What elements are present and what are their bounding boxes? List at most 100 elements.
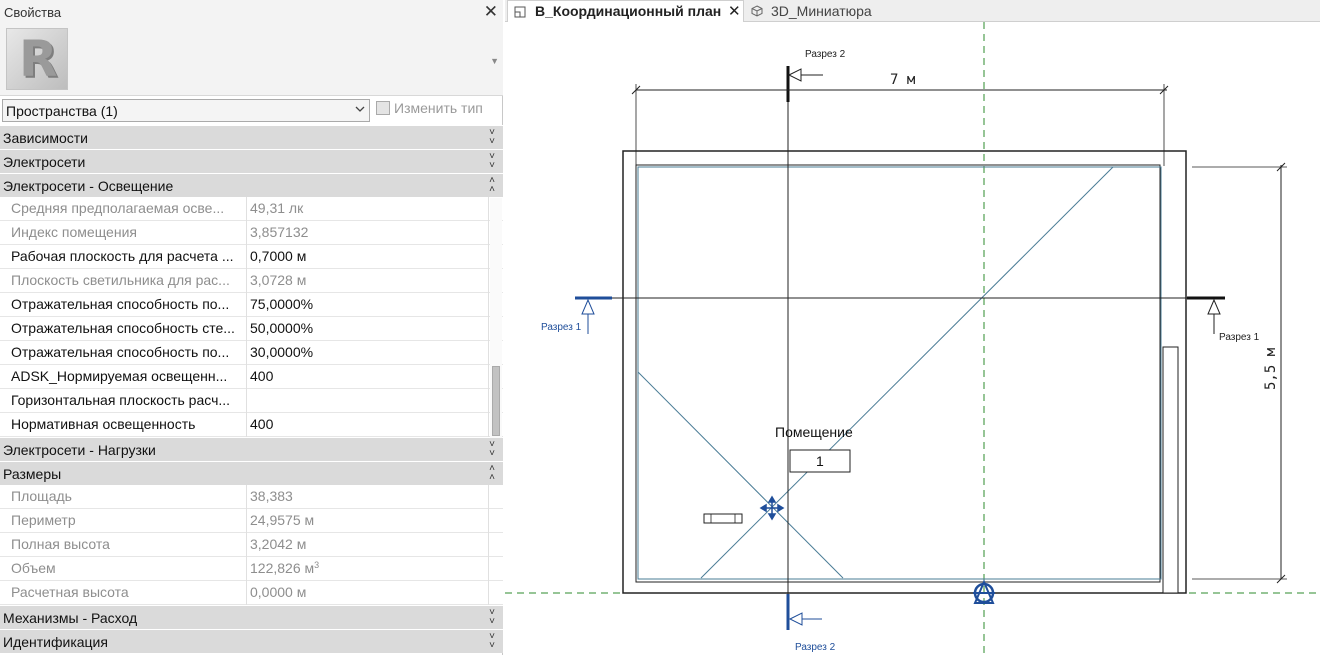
close-icon[interactable]: ✕	[483, 2, 498, 21]
drawing-canvas[interactable]: Разрез 2 Разрез 2 Разрез 1 Разрез 1 7 м	[505, 22, 1320, 655]
properties-scrollbar[interactable]	[490, 198, 502, 438]
view-tabs: В_Координационный план ✕ 3D_Миниатюра	[505, 0, 1320, 22]
group-label: Электросети	[3, 154, 86, 170]
type-selector-dropdown[interactable]: Пространства (1)	[2, 99, 370, 122]
property-value: 38,383	[248, 485, 489, 509]
properties-panel: Свойства ✕ R ▼ Пространства (1) Изменить…	[0, 0, 503, 655]
expand-icon: ˅˅	[489, 607, 495, 627]
property-value-text: 122,826 м	[250, 560, 315, 576]
property-label: Индекс помещения	[0, 221, 247, 245]
close-icon[interactable]: ✕	[728, 3, 741, 20]
floor-plan-icon	[514, 6, 526, 18]
group-electrical-lighting[interactable]: Электросети - Освещение ˄˄	[0, 173, 503, 197]
space-diagonal	[700, 166, 1114, 579]
group-electrical[interactable]: Электросети ˅˅	[0, 149, 503, 173]
property-value-text: 49,31 лк	[250, 200, 304, 216]
tab-label: 3D_Миниатюра	[771, 3, 872, 19]
property-value: 0,0000 м	[248, 581, 489, 605]
property-value[interactable]: 0,7000 м	[248, 245, 489, 269]
move-cursor-icon	[759, 495, 785, 521]
property-value[interactable]: 50,0000%	[248, 317, 489, 341]
property-row[interactable]: ADSK_Нормируемая освещенн...400	[0, 365, 503, 389]
section-2-arrow-icon	[787, 68, 802, 82]
wall-outer[interactable]	[622, 150, 1187, 594]
property-value: 49,31 лк	[248, 197, 489, 221]
chevron-down-icon	[355, 106, 365, 112]
property-label: Объем	[0, 557, 247, 581]
property-value-text: 0,7000 м	[250, 248, 307, 264]
group-electrical-loads[interactable]: Электросети - Нагрузки ˅˅	[0, 437, 503, 461]
floor-plan-drawing[interactable]: Разрез 2 Разрез 2 Разрез 1 Разрез 1 7 м	[505, 22, 1320, 655]
group-constraints[interactable]: Зависимости ˅˅	[0, 125, 503, 149]
property-label: Отражательная способность по...	[0, 293, 247, 317]
property-row: Средняя предполагаемая осве...49,31 лк	[0, 197, 503, 221]
property-label: Отражательная способность сте...	[0, 317, 247, 341]
property-value[interactable]: 400	[248, 413, 489, 437]
base-point-icon[interactable]	[973, 579, 995, 604]
3d-view-icon	[751, 5, 763, 17]
section-1-label-right: Разрез 1	[1219, 332, 1260, 343]
property-value-text: 38,383	[250, 488, 293, 504]
section-1-arrow-icon	[581, 298, 595, 315]
scrollbar-thumb[interactable]	[492, 366, 500, 436]
door-opening[interactable]	[1162, 346, 1179, 594]
property-row[interactable]: Горизонтальная плоскость расч...	[0, 389, 503, 413]
property-label: ADSK_Нормируемая освещенн...	[0, 365, 247, 389]
property-value[interactable]	[248, 389, 489, 413]
group-label: Зависимости	[3, 130, 88, 146]
group-label: Электросети - Освещение	[3, 178, 174, 194]
section-2-label-bottom: Разрез 2	[795, 642, 836, 653]
space-diagonal	[637, 371, 844, 579]
group-label: Механизмы - Расход	[3, 610, 138, 626]
room-number-box[interactable]	[789, 449, 851, 473]
space-boundary[interactable]	[637, 166, 1162, 580]
property-value: 3,857132	[248, 221, 489, 245]
tab-coordination-plan[interactable]: В_Координационный план ✕	[507, 0, 744, 22]
collapse-icon: ˄˄	[489, 175, 495, 195]
dimension-height-label: 5,5 м	[1263, 347, 1279, 390]
property-value-text: 400	[250, 368, 274, 384]
section-2-arrow-icon	[788, 612, 803, 626]
group-identity[interactable]: Идентификация ˅˅	[0, 629, 503, 653]
property-label: Периметр	[0, 509, 247, 533]
dimension-width-label: 7 м	[890, 72, 916, 88]
property-row[interactable]: Отражательная способность по...30,0000%	[0, 341, 503, 365]
revit-logo: R	[6, 28, 68, 90]
group-label: Размеры	[3, 466, 62, 482]
wall-inner[interactable]	[635, 164, 1161, 583]
properties-title: Свойства	[4, 5, 62, 20]
tab-3d-thumbnail[interactable]: 3D_Миниатюра	[745, 0, 945, 22]
property-value-text: 3,0728 м	[250, 272, 307, 288]
room-name-tag[interactable]: Помещение	[775, 424, 853, 440]
expand-icon: ˅˅	[489, 127, 495, 147]
type-selector-value: Пространства (1)	[6, 103, 118, 119]
edit-type-button[interactable]: Изменить тип	[376, 100, 483, 122]
section-1-arrow-icon	[1207, 298, 1221, 315]
property-value: 122,826 м3	[248, 557, 489, 581]
property-label: Расчетная высота	[0, 581, 247, 605]
property-value: 3,2042 м	[248, 533, 489, 557]
section-1-label-left: Разрез 1	[541, 322, 582, 333]
property-value-text: 24,9575 м	[250, 512, 315, 528]
property-row: Плоскость светильника для рас...3,0728 м	[0, 269, 503, 293]
property-row[interactable]: Отражательная способность сте...50,0000%	[0, 317, 503, 341]
property-value[interactable]: 30,0000%	[248, 341, 489, 365]
property-value-text: 3,857132	[250, 224, 309, 240]
property-row[interactable]: Рабочая плоскость для расчета ...0,7000 …	[0, 245, 503, 269]
property-label: Отражательная способность по...	[0, 341, 247, 365]
property-value-text: 30,0000%	[250, 344, 314, 360]
chevron-down-icon[interactable]: ▼	[490, 56, 499, 66]
group-mechanical-flow[interactable]: Механизмы - Расход ˅˅	[0, 605, 503, 629]
group-dimensions[interactable]: Размеры ˄˄	[0, 461, 503, 485]
property-value[interactable]: 400	[248, 365, 489, 389]
room-number-tag[interactable]: 1	[816, 453, 824, 469]
fixture-element[interactable]	[703, 513, 743, 524]
property-row[interactable]: Отражательная способность по...75,0000%	[0, 293, 503, 317]
property-value-text: 3,2042 м	[250, 536, 307, 552]
property-value[interactable]: 75,0000%	[248, 293, 489, 317]
